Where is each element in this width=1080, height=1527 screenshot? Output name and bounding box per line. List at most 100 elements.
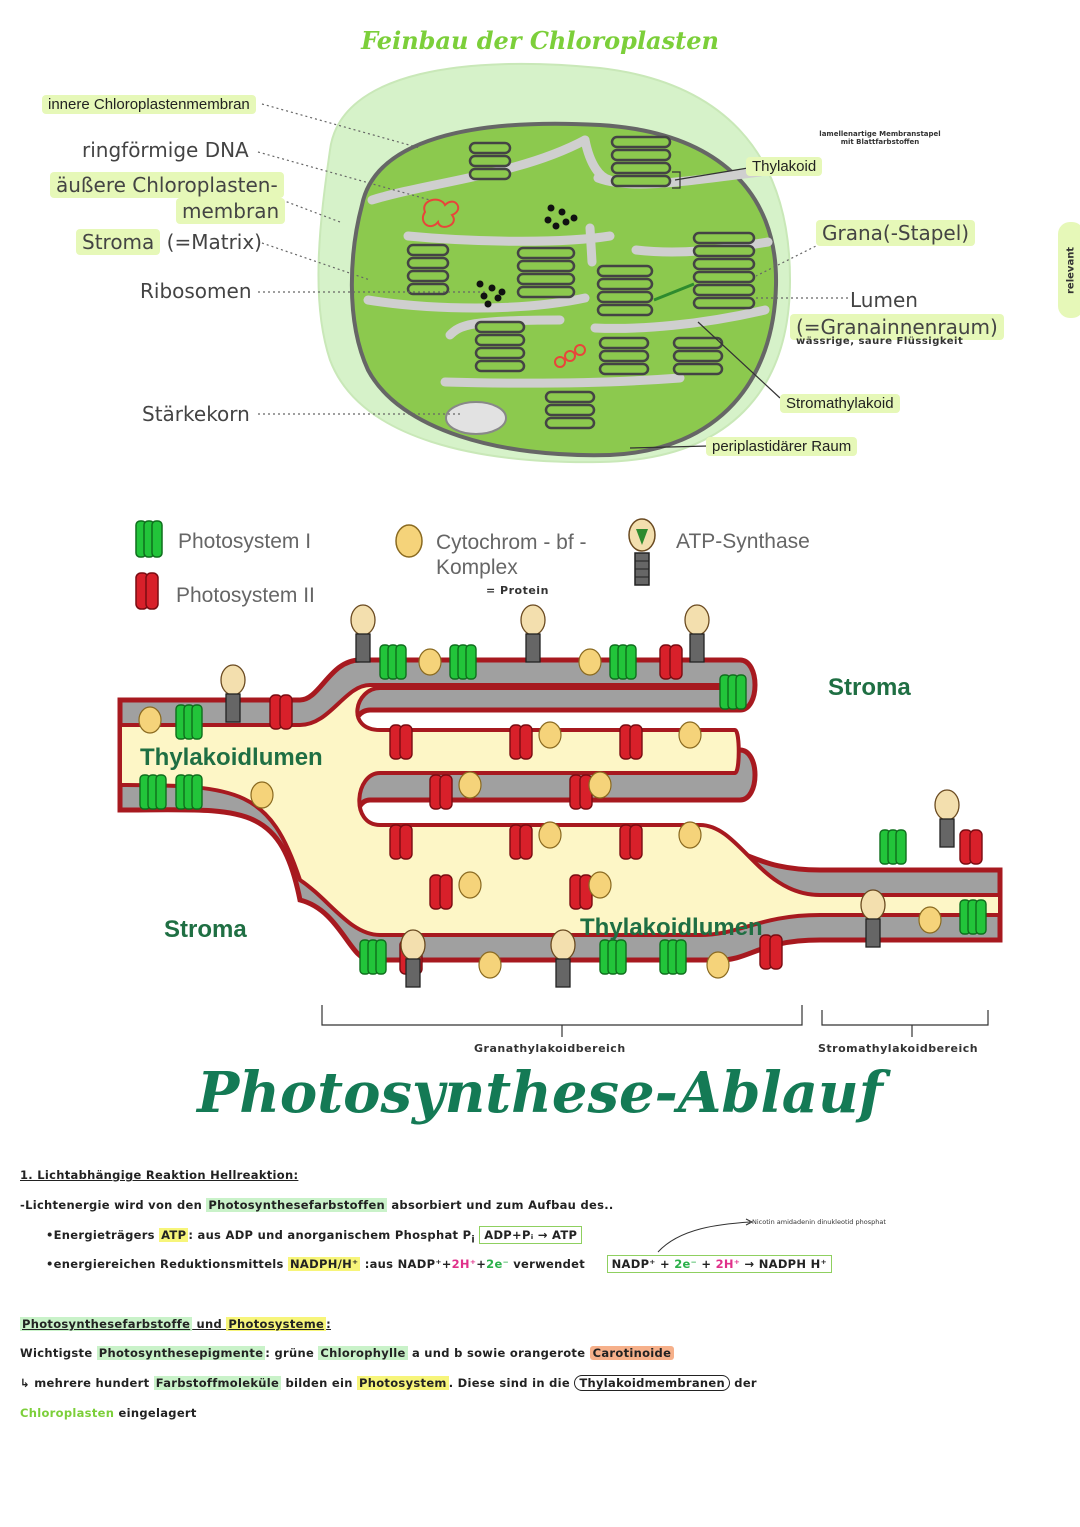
legend-cyt-icon [395,524,423,558]
legend-cyt-1: Cytochrom - bf - [436,531,587,554]
ps1-protein [359,939,387,975]
ps1-protein [175,704,203,740]
ps1-protein [449,644,477,680]
label-lumen-bottom: Thylakoidlumen [580,914,763,941]
n6b: eingelagert [114,1406,197,1420]
cytochrome-protein [538,721,562,749]
n5hl: Farbstoffmoleküle [153,1376,282,1390]
notes-line-1: -Lichtenergie wird von den Photosynthese… [20,1198,614,1212]
atp-synthase-protein [520,604,546,663]
notes-line-4: Wichtigste Photosynthesepigmente: grüne … [20,1346,675,1360]
n4c: a und b sowie orangerote [407,1346,590,1360]
n4hl3: Carotinoide [589,1346,675,1360]
cytochrome-protein [578,648,602,676]
ps2-protein [569,874,593,910]
legend-cyt-label: Cytochrom - bf - Komplex [436,530,587,580]
n1b: absorbiert und zum Aufbau des.. [387,1198,614,1212]
range-brackets [321,1005,989,1037]
n1a: -Lichtenergie wird von den [20,1198,207,1212]
legend-ps1-icon [135,520,163,558]
cytochrome-protein [538,821,562,849]
label-inner-membrane: innere Chloroplastenmembran [42,95,256,114]
atp-synthase-protein [550,929,576,988]
atp-synthase-protein [350,604,376,663]
ps2-protein [569,774,593,810]
cytochrome-protein [478,951,502,979]
ps1-protein [719,674,747,710]
label-lumen-2: (=Granainnenraum) [790,314,1004,340]
n6lg: Chloroplasten [20,1406,115,1420]
atp-synthase-protein [684,604,710,663]
starch-grain [445,401,507,435]
lamellar-note-2: mit Blattfarbstoffen [840,138,920,146]
ps2-protein [509,724,533,760]
label-ribosomes: Ribosomen [140,279,252,303]
atp-synthase-protein [220,664,246,723]
ps2-protein [759,934,783,970]
label-stroma-top: Stroma [828,674,911,701]
label-starch: Stärkekorn [142,402,250,426]
label-periplastid: periplastidärer Raum [706,437,858,456]
label-stroma: Stroma (=Matrix) [76,229,262,255]
n3hl: NADPH/H⁺ [288,1257,361,1271]
n5b: bilden ein [281,1376,358,1390]
ps2-protein [619,824,643,860]
stromathylakoid-line [653,282,695,302]
cytochrome-protein [458,871,482,899]
n2hl: ATP [159,1228,189,1242]
n3pink: 2H⁺ [451,1257,477,1271]
ps2-protein [429,874,453,910]
label-lumen-left: Thylakoidlumen [140,744,323,771]
n3c: + [476,1257,487,1271]
lamellar-note: lamellenartige Membranstapel mit Blattfa… [800,130,960,146]
membrane-diagram [117,604,1003,1037]
ps2-protein [509,824,533,860]
cytochrome-protein [138,706,162,734]
cytochrome-protein [706,951,730,979]
label-outer-membrane-2: membran [176,198,286,224]
label-stromathylakoid: Stromathylakoid [780,394,900,413]
leader-lines [257,103,848,415]
ps1-protein [175,774,203,810]
n4b: : grüne [265,1346,319,1360]
stroma-thylakoids [363,135,773,388]
cytochrome-protein [918,906,942,934]
legend-icons [135,518,656,610]
ps1-protein [959,899,987,935]
n5d: der [730,1376,757,1390]
ps2-protein [269,694,293,730]
n3d: verwendet [508,1257,586,1271]
lamellar-note-1: lamellenartige Membranstapel [819,130,941,138]
n3box-b: + [697,1257,716,1271]
ps2-protein [659,644,683,680]
notes-line-5: ↳ mehrere hundert Farbstoffmoleküle bild… [20,1375,757,1391]
h2mid: und [192,1317,227,1331]
n2b: : aus ADP und anorganischem Phosphat P [188,1228,472,1242]
label-grana-range: Granathylakoidbereich [474,1042,626,1055]
label-lumen-note: wässrige, saure Flüssigkeit [796,336,964,347]
ps2-protein [619,724,643,760]
n3box: NADP⁺ + 2e⁻ + 2H⁺ → NADPH H⁺ [606,1255,832,1273]
legend-atp-icon [628,518,656,586]
legend-cyt-note: = Protein [486,584,549,597]
ps1-protein [139,774,167,810]
label-grana: Grana(-Stapel) [816,220,976,246]
ps1-protein [879,829,907,865]
ps1-protein [379,644,407,680]
legend-atp-label: ATP-Synthase [676,530,810,553]
h2y: Photosysteme [226,1317,327,1331]
cytochrome-protein [588,871,612,899]
ps1-protein [659,939,687,975]
label-stroma-suffix: (=Matrix) [166,230,262,254]
chloroplast-diagram [257,62,848,464]
cytochrome-protein [588,771,612,799]
n4hl2: Chlorophylle [318,1346,408,1360]
notes-line-3: •energiereichen Reduktionsmittels NADPH/… [46,1255,832,1273]
label-thylakoid: Thylakoid [746,157,823,176]
n3box-a: NADP⁺ + [611,1257,675,1271]
ps2-protein [389,724,413,760]
atp-synthase-protein [860,889,886,948]
label-stroma-range: Stromathylakoidbereich [818,1042,979,1055]
atp-synthase-protein [400,929,426,988]
legend-ps1-label: Photosystem I [178,530,312,553]
